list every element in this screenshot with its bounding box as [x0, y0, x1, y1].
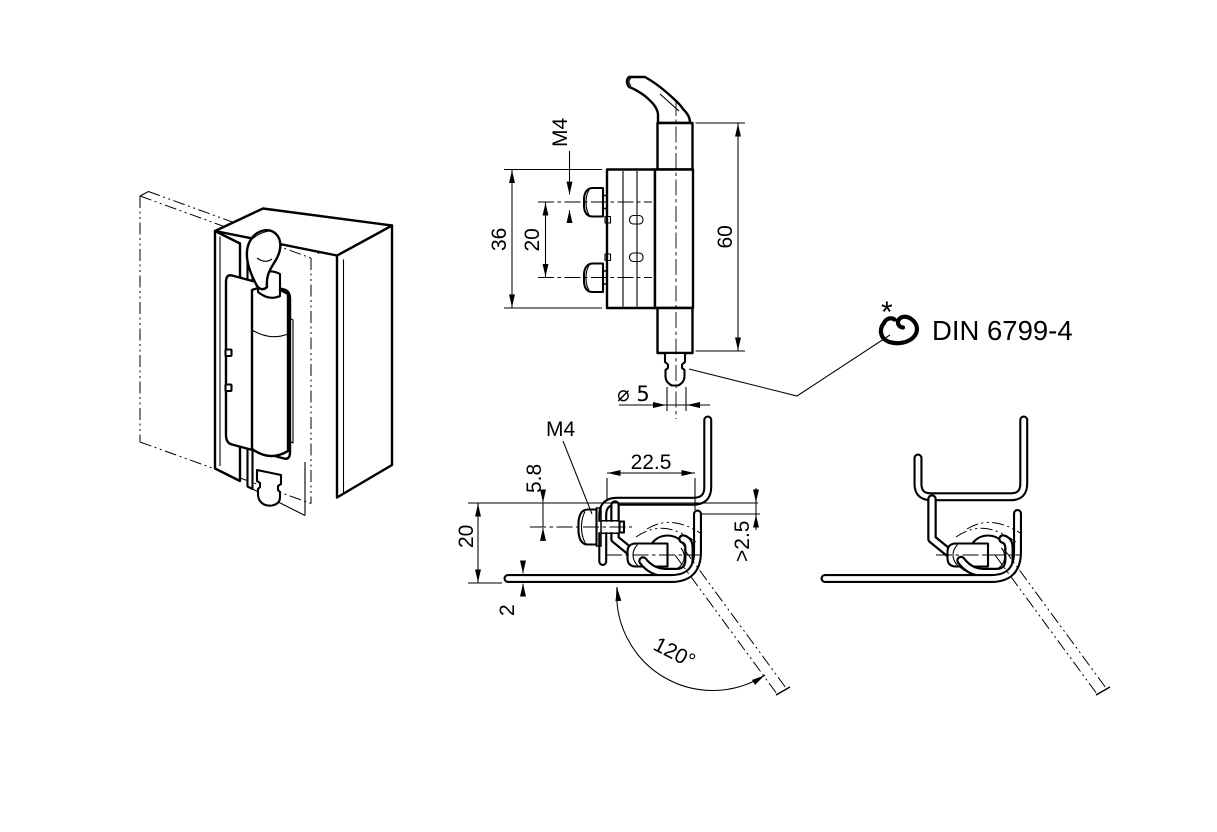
dim-opening-angle: 120° — [615, 586, 766, 692]
slot — [628, 252, 644, 263]
thread-callout-front: M4 — [549, 118, 573, 224]
pin-tip — [663, 351, 687, 387]
knuckle-cylinder-iso — [250, 286, 290, 458]
thread-label-section: M4 — [546, 418, 575, 441]
dim-text-angle: 120° — [650, 633, 699, 673]
dim-22-5-section: 22.5 — [606, 451, 696, 510]
dim-text-36: 36 — [488, 228, 511, 251]
dim-20-section: 20 — [455, 503, 502, 584]
dim-text-20-front: 20 — [521, 228, 544, 251]
dim-text-60: 60 — [714, 225, 737, 248]
slot — [628, 214, 644, 225]
isometric-view — [139, 191, 394, 516]
dim-text-clearance: >2.5 — [731, 521, 754, 562]
din-standard-label: DIN 6799-4 — [932, 315, 1073, 346]
frame-channel-section — [918, 420, 1024, 497]
section-view-dimensioned: 20 2 5.8 22.5 >2.5 M4 — [455, 418, 791, 696]
pin-center-cross — [982, 549, 994, 561]
bottom-pin-iso — [255, 468, 283, 507]
dim-36: 36 — [488, 168, 602, 309]
phantom-open-door — [635, 522, 791, 696]
retaining-ring-note: * DIN 6799-4 — [878, 296, 1073, 346]
hinge-body-iso — [224, 229, 292, 507]
dim-text-5-8: 5.8 — [523, 464, 546, 493]
dim-2-section: 2 — [496, 560, 526, 616]
thread-callout-section: M4 — [546, 418, 593, 515]
knuckle-column — [653, 168, 695, 310]
dim-pin-diameter: ⌀ 5 — [617, 382, 710, 411]
dim-text-22-5: 22.5 — [631, 451, 672, 474]
phantom-open-door-right — [955, 522, 1111, 696]
pin-sleeve-bottom — [656, 306, 694, 355]
pin-center-cross — [661, 549, 674, 561]
front-view: 36 20 M4 60 ⌀ 5 — [488, 75, 891, 419]
notch — [604, 215, 612, 224]
screw-hole-dot — [224, 383, 233, 393]
screw-hole-dot — [224, 348, 233, 358]
section-view-channel — [825, 420, 1111, 696]
dim-clearance-section: >2.5 — [731, 488, 759, 562]
dim-5-8-section: 5.8 — [523, 464, 546, 541]
lever-iso — [245, 229, 282, 291]
lever-handle — [625, 75, 692, 125]
thread-label-front: M4 — [549, 118, 572, 147]
pin-sleeve-top — [656, 121, 694, 171]
retaining-ring-leader — [688, 334, 891, 397]
dim-text-20-section: 20 — [455, 525, 478, 548]
retaining-ring-icon — [878, 314, 920, 346]
dim-text-pin-diameter: ⌀ 5 — [617, 382, 650, 406]
hinge-plate — [605, 168, 657, 310]
dim-60: 60 — [695, 122, 745, 352]
dim-20-front: 20 — [521, 202, 549, 278]
notch — [604, 253, 612, 262]
dim-text-2: 2 — [496, 604, 519, 616]
